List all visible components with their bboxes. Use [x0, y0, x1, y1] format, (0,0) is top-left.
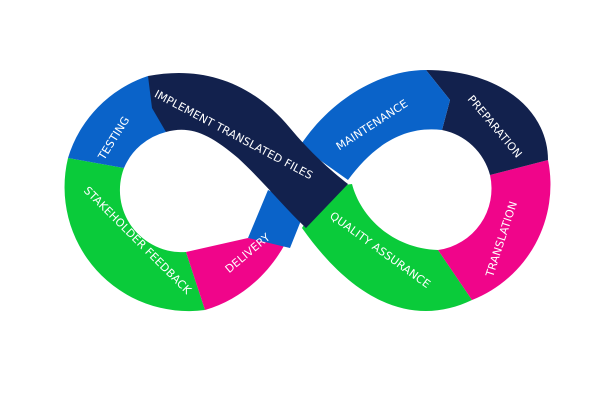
segment-maintenance	[300, 70, 450, 180]
segment-translation	[438, 160, 551, 300]
segment-quality	[302, 184, 472, 312]
segment-preparation	[426, 70, 548, 175]
segment-delivery	[186, 238, 285, 310]
segment-stakeholder	[64, 158, 205, 312]
segment-implement	[148, 72, 348, 229]
segment-testing	[68, 76, 166, 168]
